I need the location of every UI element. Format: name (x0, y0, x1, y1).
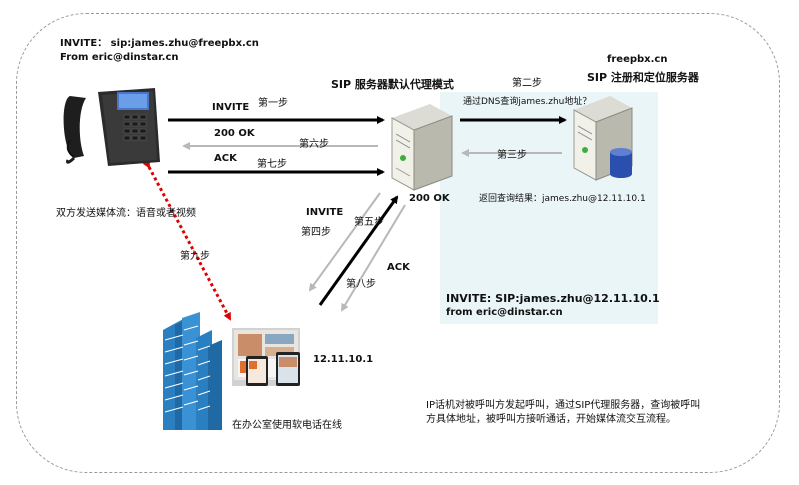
media-note: 双方发送媒体流：语音或者视频 (56, 208, 196, 219)
diagram-frame (16, 13, 780, 473)
step1-label: 第一步 (258, 98, 288, 109)
ok-label: 200 OK (214, 128, 255, 139)
description-line2: 方具体地址，被呼叫方接听通话，开始媒体流交互流程。 (426, 414, 676, 425)
ok-return-arrow (318, 195, 399, 306)
location-domain: freepbx.cn (607, 54, 668, 65)
step2-label: 第二步 (512, 78, 542, 89)
invite2-label: INVITE (306, 207, 344, 218)
step9-label: 第九步 (180, 251, 210, 262)
softphone-ip: 12.11.10.1 (313, 354, 374, 365)
forwarded-invite-line1: INVITE: SIP:james.zhu@12.11.10.1 (446, 292, 660, 305)
ack-label: ACK (214, 153, 237, 164)
softphone-caption: 在办公室使用软电话在线 (232, 420, 342, 431)
proxy-status: 200 OK (409, 193, 450, 204)
forwarded-invite-line2: from eric@dinstar.cn (446, 307, 563, 318)
step7-label: 第七步 (257, 159, 287, 170)
step3-label: 第三步 (497, 150, 527, 161)
invite-header-line1: INVITE： sip:james.zhu@freepbx.cn (60, 38, 259, 49)
media-link (142, 159, 232, 321)
ack2-label: ACK (387, 262, 410, 273)
dns-query-label: 通过DNS查询james.zhu地址？ (463, 97, 592, 107)
ack-forward-arrow (340, 204, 406, 312)
step8-label: 第八步 (346, 279, 376, 290)
location-title: SIP 注册和定位服务器 (587, 71, 699, 84)
proxy-title: SIP 服务器默认代理模式 (331, 78, 454, 91)
invite-forward-arrow (308, 192, 381, 292)
query-result-label: 返回查询结果：james.zhu@12.11.10.1 (479, 194, 646, 204)
step5-label: 第五步 (354, 217, 384, 228)
description-line1: IP话机对被呼叫方发起呼叫，通过SIP代理服务器，查询被呼叫 (426, 400, 701, 411)
invite-header-line2: From eric@dinstar.cn (60, 52, 179, 63)
invite-label: INVITE (212, 102, 250, 113)
step4-label: 第四步 (301, 227, 331, 238)
step6-label: 第六步 (299, 139, 329, 150)
